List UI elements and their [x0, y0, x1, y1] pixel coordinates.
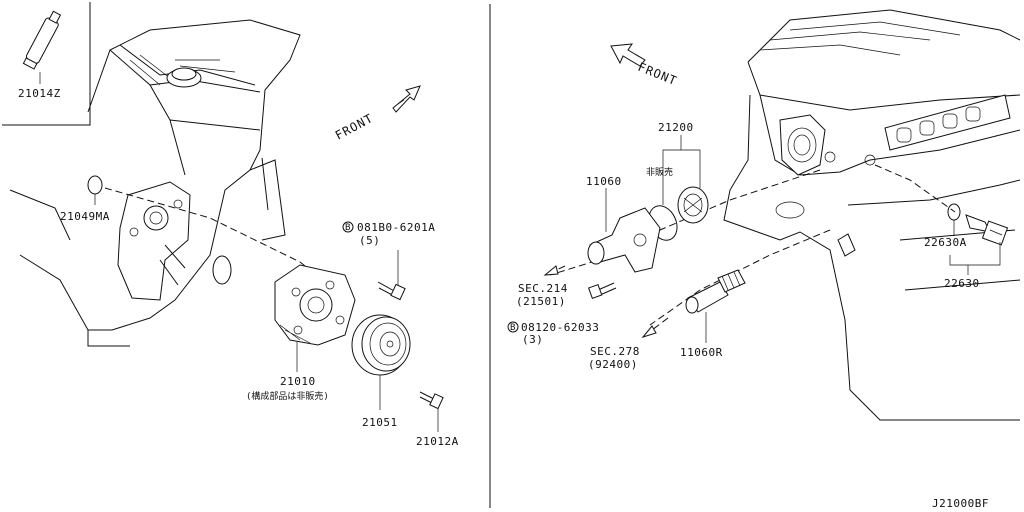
thermostat-21200 [677, 186, 709, 224]
front-arrow-right [610, 43, 646, 67]
label-22630a: 22630A [924, 236, 967, 249]
engine-block-left [9, 19, 301, 347]
label-sec214: SEC.214 [518, 282, 568, 295]
bolt-21012a [419, 391, 444, 410]
label-11060: 11060 [586, 175, 622, 188]
front-label-left: FRONT [333, 111, 376, 143]
bolt-081b0-6201a [377, 281, 406, 301]
water-outlet-11060 [587, 207, 661, 273]
assembly-line-left [104, 187, 349, 301]
label-bolt-081b0: B 081B0-6201A (5) [342, 221, 435, 247]
arrow-to-sec278 [641, 317, 669, 338]
label-sec278-sub: (92400) [588, 358, 638, 371]
label-21010: 21010 [280, 375, 316, 388]
arrow-to-sec214 [543, 265, 566, 276]
water-pump-21010 [274, 264, 356, 346]
svg-text:B: B [510, 323, 515, 333]
front-arrow-left [392, 85, 421, 113]
label-bolt-08120: B 08120-62033 (3) [507, 321, 599, 346]
sensor-11060r [685, 269, 746, 314]
pulley-21051 [351, 314, 411, 376]
label-21014z: 21014Z [18, 87, 61, 100]
svg-text:081B0-6201A: 081B0-6201A [357, 221, 435, 234]
label-21010-note: (構成部品は非販売) [246, 390, 329, 402]
inset-box-21014z [2, 2, 91, 126]
bolt-08120-62033 [587, 282, 617, 299]
temp-sensor-22630 [947, 203, 1009, 246]
svg-text:(3): (3) [522, 333, 543, 346]
svg-text:08120-62033: 08120-62033 [521, 321, 599, 334]
svg-text:(5): (5) [359, 234, 380, 247]
label-21200-note: 非販売 [646, 166, 673, 178]
label-11060r: 11060R [680, 346, 723, 359]
label-21012a: 21012A [416, 435, 459, 448]
label-22630: 22630 [944, 277, 980, 290]
o-ring-21049ma [87, 175, 103, 195]
label-21200: 21200 [658, 121, 694, 134]
svg-text:B: B [345, 223, 350, 233]
label-sec214-sub: (21501) [516, 295, 566, 308]
label-sec278: SEC.278 [590, 345, 640, 358]
label-21049ma: 21049MA [60, 210, 110, 223]
assembly-line-sensor [874, 164, 956, 213]
diagram-id: J21000BF [932, 497, 989, 510]
label-21051: 21051 [362, 416, 398, 429]
front-label-right: FRONT [636, 60, 679, 88]
engine-block-right [723, 9, 1021, 421]
